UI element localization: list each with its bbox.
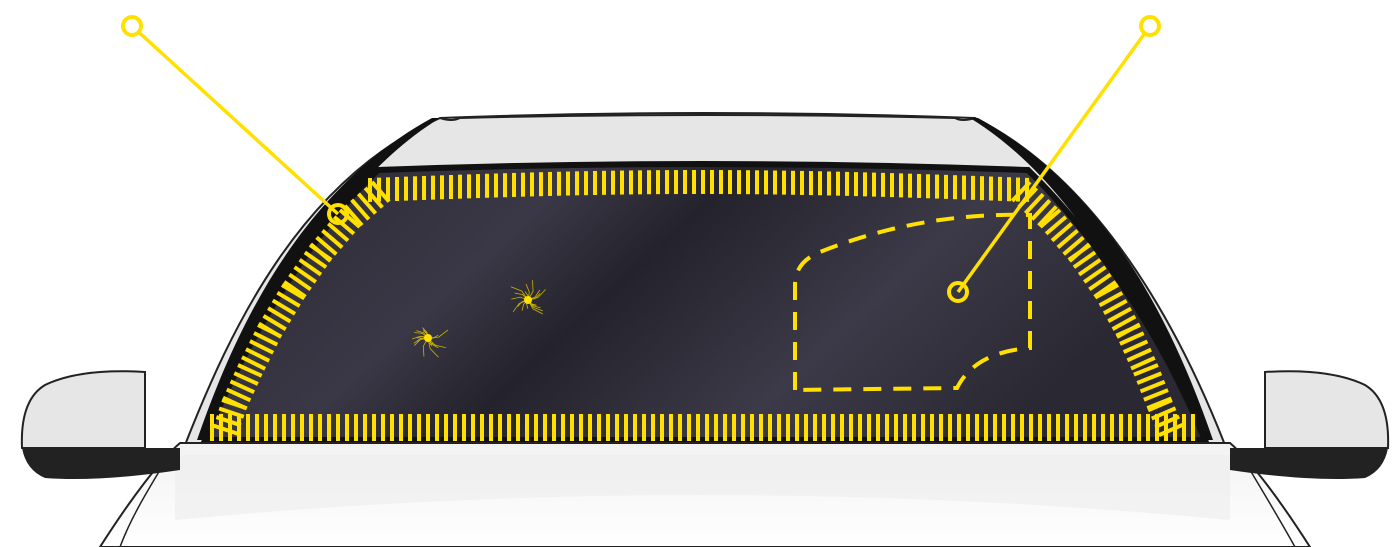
wiper-zone-outline — [793, 212, 1032, 393]
callout-marker — [947, 281, 969, 303]
edge-band-tick — [241, 355, 267, 371]
edge-band-tick — [338, 208, 362, 229]
edge-band-tick — [1077, 258, 1102, 277]
edge-band-tick — [1088, 272, 1112, 292]
edge-band-tick — [303, 250, 328, 269]
edge-band-tick — [1136, 371, 1163, 385]
edge-band-tick — [229, 379, 255, 394]
edge-band-tick — [1037, 205, 1058, 227]
edge-band-tick — [1133, 363, 1159, 377]
edge-band-tick — [1023, 192, 1045, 215]
edge-band-tick — [363, 186, 384, 209]
edge-band-tick — [1119, 331, 1145, 346]
crack-chip-icon — [510, 280, 546, 315]
edge-band-tick — [225, 387, 252, 403]
right-side-mirror — [1230, 370, 1390, 479]
edge-band-tick — [293, 265, 317, 284]
edge-band-tick — [262, 314, 287, 331]
callout-marker — [1139, 15, 1161, 37]
edge-band-tick — [1044, 215, 1068, 236]
hood-line-right — [1249, 469, 1296, 547]
edge-band-tick — [1072, 250, 1097, 269]
edge-band-tick — [257, 323, 283, 339]
left-side-mirror — [20, 370, 180, 479]
edge-band-tick — [370, 180, 391, 203]
edge-zone-callout — [121, 15, 349, 225]
edge-band-tick — [288, 272, 312, 292]
edge-band-tick — [298, 258, 323, 277]
edge-band-tick — [237, 363, 263, 378]
edge-band-tick — [1102, 299, 1128, 316]
edge-zone-band — [210, 170, 1195, 441]
hood-line-left — [119, 469, 161, 547]
edge-band-tick — [1111, 314, 1137, 331]
callout-marker — [121, 15, 143, 37]
edge-band-tick — [321, 228, 344, 249]
edge-band-tick — [1062, 235, 1085, 256]
edge-band-tick — [1094, 283, 1119, 300]
edge-band-tick — [350, 198, 371, 221]
edge-band-tick — [283, 280, 307, 299]
edge-band-tick — [1143, 388, 1169, 402]
edge-band-tick — [280, 283, 306, 301]
edge-band-tick — [267, 306, 292, 324]
edge-band-tick — [1126, 347, 1152, 363]
edge-band-tick — [332, 215, 356, 236]
edge-band-tick — [1030, 199, 1052, 221]
edge-band-tick — [1056, 228, 1079, 249]
edge-band-tick — [1067, 243, 1092, 262]
edge-band-tick — [218, 406, 245, 419]
edge-band-tick — [1154, 414, 1180, 429]
edge-band-tick — [1038, 208, 1062, 229]
edge-band-tick — [233, 371, 259, 386]
edge-band-tick — [326, 222, 350, 243]
roof-edge — [439, 114, 976, 121]
edge-band-tick — [1050, 222, 1074, 243]
edge-band-tick — [271, 298, 297, 316]
edge-band-tick — [1139, 379, 1166, 394]
edge-band-tick — [1010, 180, 1032, 203]
windshield-glass — [200, 161, 1210, 443]
edge-band-tick — [1107, 306, 1132, 323]
edge-band-tick — [212, 423, 239, 436]
edge-band-tick — [315, 235, 338, 256]
crack-chip-icon — [412, 327, 449, 358]
hood-shade — [175, 455, 1230, 520]
wiper-zone-callout — [947, 15, 1161, 303]
edge-band-tick — [249, 339, 275, 355]
edge-band-tick — [1147, 398, 1173, 413]
edge-band-tick — [1115, 323, 1141, 338]
edge-band-tick — [1158, 422, 1184, 437]
edge-band-tick — [276, 291, 301, 308]
edge-band-tick — [356, 192, 378, 215]
edge-band-tick — [245, 347, 271, 363]
callout-marker — [327, 203, 349, 225]
edge-band-tick — [1130, 356, 1156, 371]
edge-band-tick — [1098, 291, 1124, 308]
edge-band-tick — [215, 415, 242, 428]
edge-band-tick — [253, 331, 279, 347]
edge-band-tick — [1083, 265, 1107, 284]
edge-band-tick — [308, 243, 333, 262]
edge-band-tick — [1122, 339, 1149, 354]
edge-band-tick — [1150, 406, 1177, 421]
edge-band-tick — [221, 398, 248, 411]
